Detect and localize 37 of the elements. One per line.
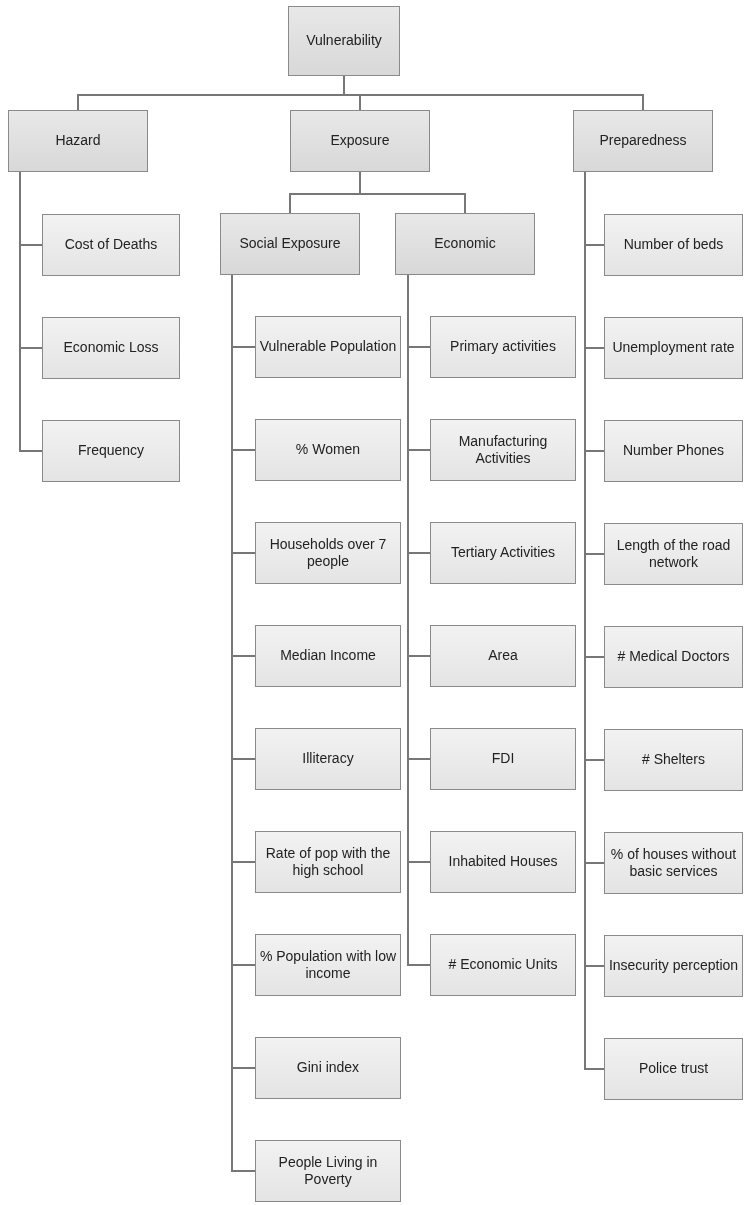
indicator-box: % Population with low income: [255, 934, 401, 996]
indicator-box: Length of the road network: [604, 523, 743, 585]
indicator-box: Gini index: [255, 1037, 401, 1099]
connector-line: [343, 75, 644, 111]
indicator-box: People Living in Poverty: [255, 1140, 401, 1202]
indicator-box: # Economic Units: [430, 934, 576, 996]
indicator-box: Frequency: [42, 420, 180, 482]
connector-line: [19, 171, 43, 452]
indicator-box: Number Phones: [604, 420, 743, 482]
indicator-box: Median Income: [255, 625, 401, 687]
indicator-box: Vulnerable Population: [255, 316, 401, 378]
category-box: Vulnerability: [288, 6, 400, 76]
indicator-box: Manufacturing Activities: [430, 419, 576, 481]
indicator-box: Number of beds: [604, 214, 743, 276]
indicator-box: # Medical Doctors: [604, 626, 743, 688]
indicator-box: Rate of pop with the high school: [255, 831, 401, 893]
indicator-box: Primary activities: [430, 316, 576, 378]
connector-line: [359, 171, 466, 214]
category-box: Hazard: [8, 110, 148, 172]
category-box: Exposure: [290, 110, 430, 172]
indicator-box: % Women: [255, 419, 401, 481]
category-box: Preparedness: [573, 110, 713, 172]
indicator-box: Unemployment rate: [604, 317, 743, 379]
indicator-box: Households over 7 people: [255, 522, 401, 584]
indicator-box: Economic Loss: [42, 317, 180, 379]
category-box: Economic: [395, 213, 535, 275]
indicator-box: # Shelters: [604, 729, 743, 791]
category-box: Social Exposure: [220, 213, 360, 275]
indicator-box: Inhabited Houses: [430, 831, 576, 893]
indicator-box: Insecurity perception: [604, 935, 743, 997]
indicator-box: Cost of Deaths: [42, 214, 180, 276]
indicator-box: Tertiary Activities: [430, 522, 576, 584]
indicator-box: Illiteracy: [255, 728, 401, 790]
indicator-box: FDI: [430, 728, 576, 790]
indicator-box: Police trust: [604, 1038, 743, 1100]
indicator-box: Area: [430, 625, 576, 687]
indicator-box: % of houses without basic services: [604, 832, 743, 894]
